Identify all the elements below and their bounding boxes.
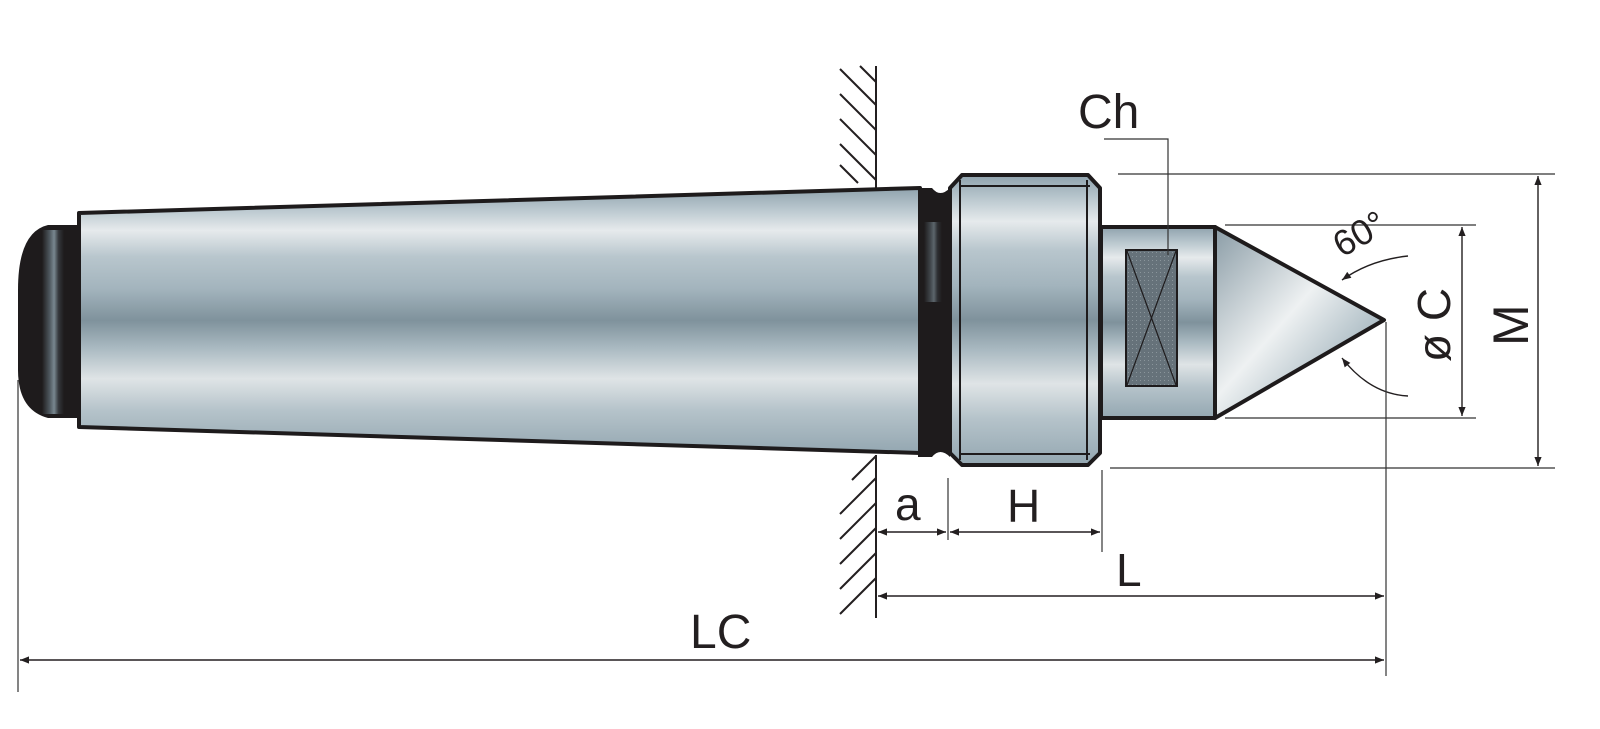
ch-leader: Ch — [1078, 86, 1169, 255]
spindle-wall — [839, 65, 877, 618]
dimension-c: ø C — [1225, 224, 1476, 419]
dimension-l: L — [878, 544, 1384, 600]
tang — [18, 225, 80, 418]
dimension-m: M — [1110, 173, 1555, 469]
label-l: L — [1116, 544, 1142, 596]
label-a: a — [895, 478, 921, 530]
label-angle: 60° — [1326, 202, 1394, 265]
label-m: M — [1483, 304, 1539, 346]
label-lc: LC — [690, 606, 751, 659]
dimension-lc: LC — [17, 380, 1384, 692]
label-h: H — [1007, 480, 1040, 532]
dimension-a: a — [878, 478, 949, 540]
relief-groove — [918, 188, 950, 457]
label-ch: Ch — [1078, 86, 1139, 139]
dimension-h: H — [950, 470, 1103, 552]
body-with-wrench-flat — [1099, 225, 1217, 420]
morse-taper-shank — [77, 186, 922, 455]
wall-hatching — [839, 65, 877, 615]
center-point-cone — [1213, 225, 1386, 420]
wrench-flat — [1125, 249, 1178, 387]
label-c: ø C — [1408, 288, 1460, 362]
hex-nut — [948, 173, 1102, 467]
